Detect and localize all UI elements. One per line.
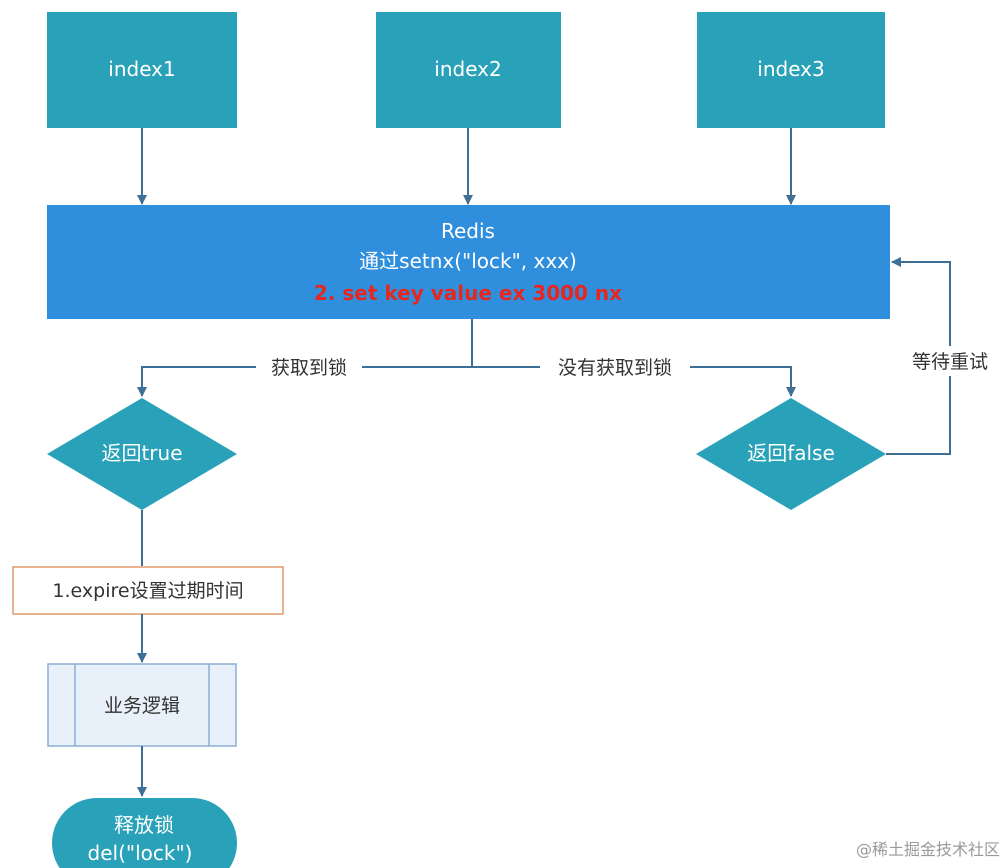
business-logic-box [47,663,237,747]
return-true-diamond [47,398,237,510]
index1-label: index1 [108,57,175,81]
expire-label: 1.expire设置过期时间 [52,580,243,602]
return-false-diamond [696,398,886,510]
index3-label: index3 [757,57,824,81]
index3-box [697,12,885,128]
index2-box [376,12,561,128]
release-lock-line1: 释放锁 [114,813,174,837]
index1-box [47,12,237,128]
return-false-label: 返回false [747,441,835,465]
redis-command: 通过setnx("lock", xxx) [359,249,577,273]
got-lock-label: 获取到锁 [271,357,347,379]
not-got-lock-label-bg [540,354,690,380]
wait-retry-label-bg [895,346,1005,376]
release-lock-terminal [52,798,237,868]
not-got-lock-label: 没有获取到锁 [558,357,672,379]
business-logic-label: 业务逻辑 [104,695,180,717]
redis-title: Redis [441,219,495,243]
expire-box [12,566,284,615]
index2-label: index2 [434,57,501,81]
return-true-label: 返回true [101,441,182,465]
watermark: @稀土掘金技术社区 [856,840,1000,859]
wait-retry-label: 等待重试 [912,351,988,373]
redis-box [47,205,890,319]
got-lock-label-bg [256,354,362,380]
release-lock-line2: del("lock") [88,841,193,865]
redis-red-command: 2. set key value ex 3000 nx [314,281,622,305]
